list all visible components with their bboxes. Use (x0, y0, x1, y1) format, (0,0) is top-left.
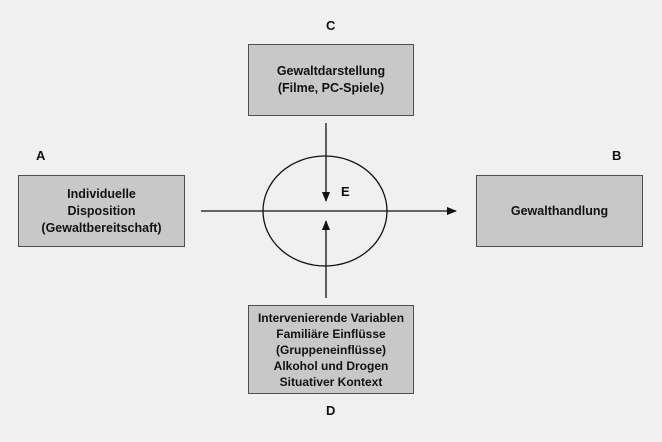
label-d: D (326, 403, 336, 418)
box-c-line: (Filme, PC-Spiele) (277, 81, 385, 95)
box-gewaltdarstellung: Gewaltdarstellung (Filme, PC-Spiele) (248, 44, 414, 116)
box-d-line: Familiäre Einflüsse (276, 326, 386, 341)
box-d-line: Situativer Kontext (279, 374, 383, 389)
box-a-line: Disposition (67, 203, 136, 218)
box-individuelle-disposition: Individuelle Disposition (Gewaltbereitsc… (18, 175, 185, 247)
box-a-line: Individuelle (67, 186, 136, 201)
box-b-line: Gewalthandlung (510, 203, 609, 218)
box-d-line: (Gruppeneinflüsse) (275, 342, 386, 357)
box-a-line: (Gewaltbereitschaft) (41, 220, 162, 235)
box-intervenierende-variablen: Intervenierende Variablen Familiäre Einf… (248, 305, 414, 394)
box-d-line: Alkohol und Drogen (273, 358, 389, 373)
box-c-line: Gewaltdarstellung (276, 64, 386, 78)
label-c: C (326, 18, 336, 33)
label-b: B (612, 148, 622, 163)
box-gewalthandlung: Gewalthandlung (476, 175, 643, 247)
box-d-line: Intervenierende Variablen (257, 310, 405, 325)
label-e: E (341, 184, 350, 199)
label-a: A (36, 148, 46, 163)
